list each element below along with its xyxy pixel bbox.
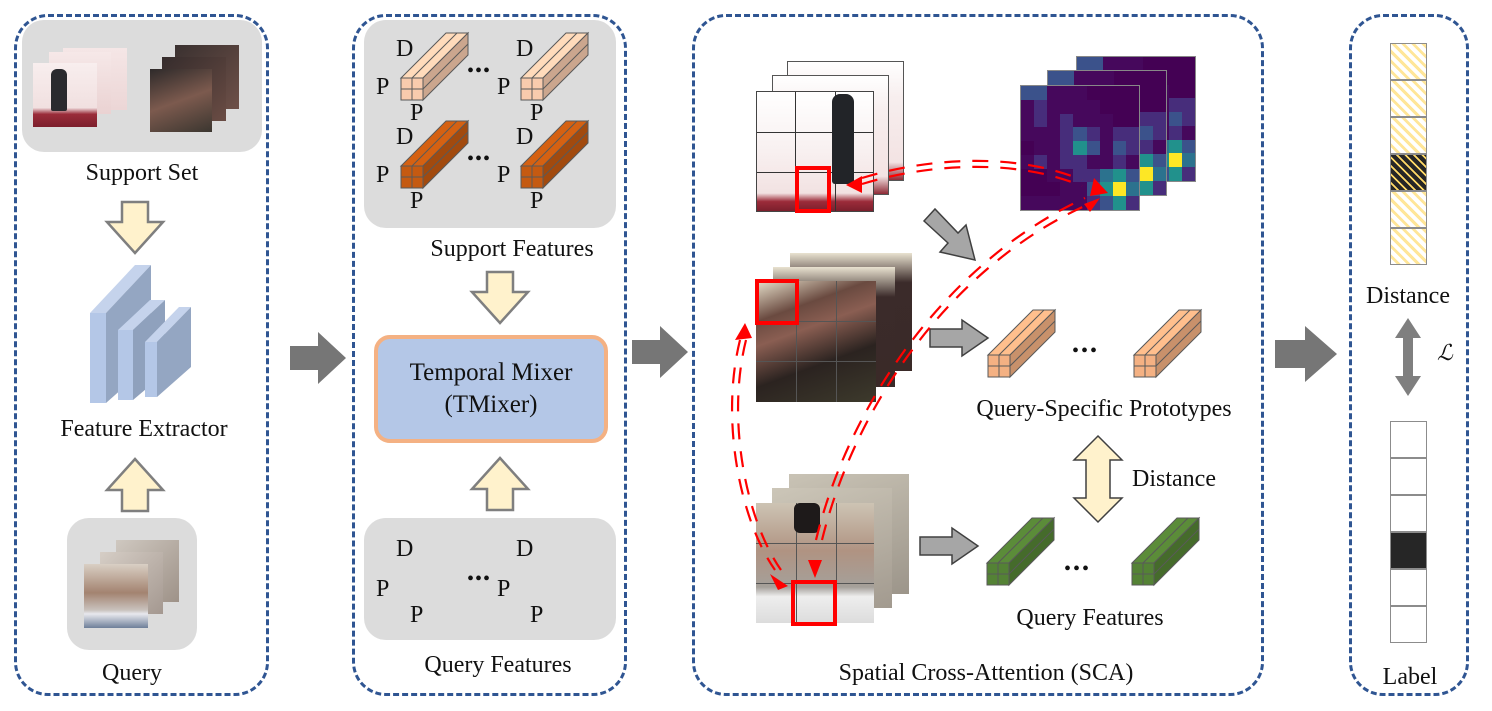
- feature-extractor-label: Feature Extractor: [60, 416, 228, 442]
- distance-cell: [1390, 117, 1427, 154]
- loss-double-arrow-icon: [1395, 318, 1421, 396]
- right-arrow-icon: [632, 326, 688, 378]
- support-feature-cube: [519, 31, 590, 102]
- attention-arrow-line: [861, 159, 1083, 182]
- attention-arrow-line: [737, 339, 782, 571]
- right-arrow-icon: [929, 318, 990, 358]
- arrowhead-icon: [808, 560, 822, 578]
- temporal-mixer-abbrev: (TMixer): [444, 391, 538, 418]
- down-arrow-icon: [469, 270, 531, 325]
- ellipsis: •••: [467, 148, 492, 170]
- support-features-label: Support Features: [430, 236, 594, 262]
- output-panel: [1349, 14, 1469, 696]
- label-cell-active: [1390, 532, 1427, 569]
- query-label: Query: [102, 660, 162, 686]
- arrowhead-icon: [846, 176, 862, 193]
- dim-label-d: D: [516, 124, 534, 150]
- distance-cell-highlighted: [1390, 154, 1427, 191]
- distance-label: Distance: [1132, 466, 1216, 492]
- support-feature-cube: [399, 119, 470, 190]
- arrowhead-icon: [735, 323, 752, 340]
- dim-label-d: D: [396, 124, 414, 150]
- support-video-frame-grid: [756, 91, 874, 212]
- dim-label-p: P: [376, 74, 390, 100]
- prototype-cube: [986, 308, 1057, 379]
- up-arrow-icon: [469, 456, 531, 512]
- dim-label-p: P: [376, 162, 390, 188]
- distance-cell: [1390, 228, 1427, 265]
- query-features-label: Query Features: [424, 652, 572, 678]
- dim-label-d: D: [396, 36, 414, 62]
- support-feature-cube: [399, 31, 470, 102]
- support-feature-cube: [519, 119, 590, 190]
- dim-label-p: P: [497, 576, 511, 602]
- ellipsis: •••: [1072, 340, 1100, 362]
- prototypes-label: Query-Specific Prototypes: [976, 396, 1232, 422]
- query-feature-cube: [985, 516, 1056, 587]
- support-video-frame: [150, 69, 212, 132]
- label-cell: [1390, 606, 1427, 643]
- query-features-box: [364, 518, 616, 640]
- support-video-frame: [33, 63, 97, 127]
- dim-label-p: P: [497, 162, 511, 188]
- feature-extractor-panel: [14, 14, 269, 696]
- attention-arrow-line: [814, 197, 1086, 541]
- query-features-label: Query Features: [1016, 605, 1164, 631]
- diagonal-arrow-icon: [922, 207, 977, 262]
- attention-arrow-line: [820, 202, 1090, 541]
- dim-label-p: P: [410, 188, 424, 214]
- feature-extractor-icon: [90, 265, 191, 403]
- dim-label-p: P: [410, 602, 424, 628]
- label-cell: [1390, 421, 1427, 458]
- dim-label-d: D: [396, 536, 414, 562]
- support-video-frame-grid: [756, 281, 876, 402]
- dim-label-d: D: [516, 536, 534, 562]
- support-set-label: Support Set: [85, 160, 199, 186]
- arrowhead-icon: [1084, 198, 1100, 212]
- query-feature-cube: [1130, 516, 1201, 587]
- down-arrow-icon: [104, 200, 166, 255]
- attention-box: [795, 166, 831, 213]
- dim-label-p: P: [530, 100, 544, 126]
- dim-label-d: D: [516, 36, 534, 62]
- sca-title: Spatial Cross-Attention (SCA): [838, 660, 1134, 686]
- attention-box: [791, 580, 837, 626]
- distance-cell: [1390, 80, 1427, 117]
- label-title: Label: [1382, 664, 1438, 690]
- up-arrow-icon: [104, 457, 166, 513]
- double-arrow-icon: [1072, 434, 1124, 524]
- ellipsis: •••: [467, 568, 492, 590]
- query-video-frame: [84, 564, 148, 628]
- label-cell: [1390, 569, 1427, 606]
- attention-arrow-line: [731, 339, 776, 571]
- dim-label-p: P: [410, 100, 424, 126]
- ellipsis: •••: [467, 60, 492, 82]
- distance-label: Distance: [1366, 283, 1450, 309]
- right-arrow-icon: [919, 526, 980, 566]
- ellipsis: •••: [1064, 558, 1092, 580]
- distance-cell: [1390, 43, 1427, 80]
- attention-box: [755, 279, 799, 325]
- arrowhead-icon: [770, 574, 788, 590]
- temporal-mixer-block: Temporal Mixer (TMixer): [374, 335, 608, 443]
- dim-label-p: P: [530, 602, 544, 628]
- label-cell: [1390, 495, 1427, 532]
- attention-heatmap: [1020, 85, 1140, 211]
- arrowhead-icon: [1090, 178, 1108, 196]
- right-arrow-icon: [1275, 326, 1337, 382]
- label-cell: [1390, 458, 1427, 495]
- temporal-mixer-title: Temporal Mixer: [409, 359, 573, 386]
- loss-symbol: ℒ: [1437, 340, 1453, 365]
- prototype-cube: [1132, 308, 1203, 379]
- tmixer-panel: [352, 14, 627, 696]
- sca-panel: [692, 14, 1264, 696]
- dim-label-p: P: [530, 188, 544, 214]
- right-arrow-icon: [290, 332, 346, 384]
- distance-cell: [1390, 191, 1427, 228]
- dim-label-p: P: [376, 576, 390, 602]
- dim-label-p: P: [497, 74, 511, 100]
